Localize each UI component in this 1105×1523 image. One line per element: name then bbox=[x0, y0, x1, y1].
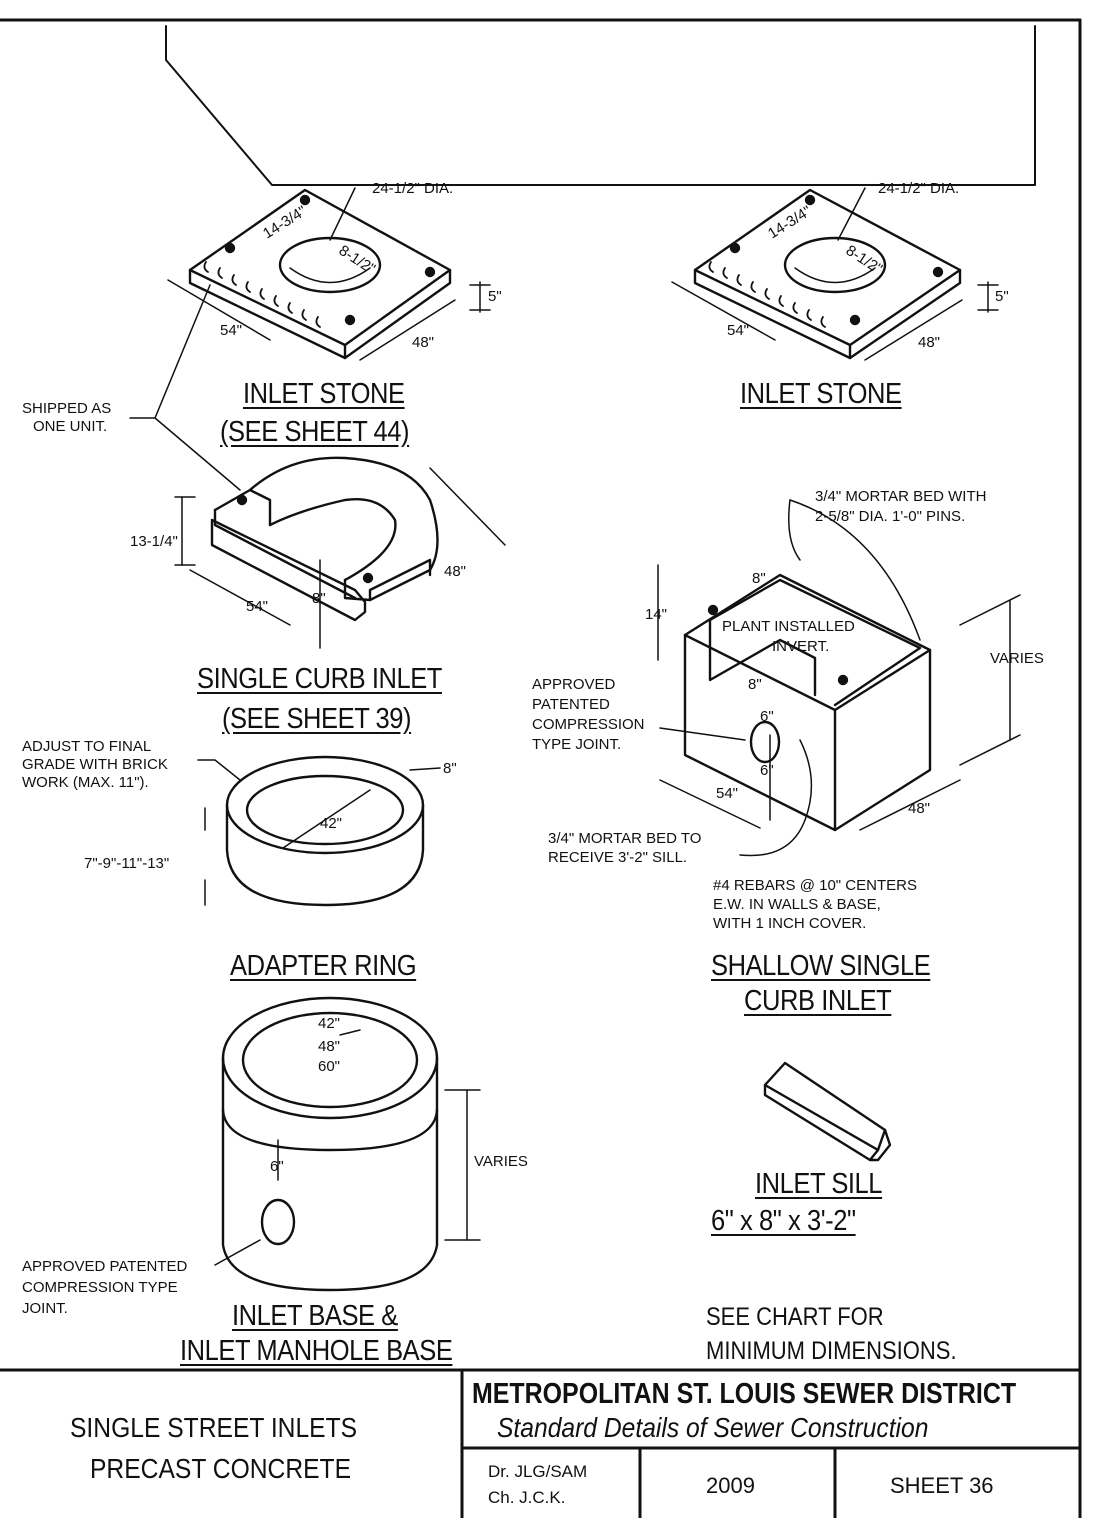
inlet-stone-left-dia-label: 24-1/2" DIA. bbox=[372, 180, 454, 197]
base-pipe-offset: 6" bbox=[270, 1158, 284, 1175]
inlet-stone-right-width: 48" bbox=[918, 334, 941, 351]
shallow-invert-line2: INVERT. bbox=[772, 638, 830, 655]
inlet-base-subtitle: INLET MANHOLE BASE bbox=[180, 1335, 453, 1367]
shallow-sill-bed-line1: 3/4" MORTAR BED TO bbox=[548, 830, 702, 847]
checked-by: Ch. J.C.K. bbox=[488, 1488, 566, 1507]
shallow-width: 48" bbox=[908, 800, 931, 817]
shallow-height: VARIES bbox=[990, 650, 1044, 667]
base-joint-line2: COMPRESSION TYPE bbox=[22, 1279, 178, 1296]
inlet-stone-left-subtitle: (SEE SHEET 44) bbox=[220, 416, 410, 448]
base-dia-42: 42" bbox=[318, 1015, 341, 1032]
curb-inlet-subtitle: (SEE SHEET 39) bbox=[222, 703, 412, 735]
shallow-rebar-line2: E.W. IN WALLS & BASE, bbox=[713, 896, 881, 913]
single-curb-inlet-drawing bbox=[174, 456, 506, 649]
inlet-sill-title: INLET SILL bbox=[755, 1168, 883, 1200]
shallow-rebar-line3: WITH 1 INCH COVER. bbox=[713, 915, 867, 932]
shipped-note-line1: SHIPPED AS bbox=[22, 400, 112, 417]
inlet-sill-size: 6" x 8" x 3'-2" bbox=[711, 1205, 856, 1237]
adapter-note-line2: GRADE WITH BRICK bbox=[22, 756, 168, 773]
shallow-joint-line1: APPROVED bbox=[532, 676, 616, 693]
inlet-stone-left-drawing bbox=[167, 187, 491, 361]
inlet-base-drawing bbox=[214, 996, 481, 1292]
adapter-note-line1: ADJUST TO FINAL bbox=[22, 738, 152, 755]
shallow-joint-line3: COMPRESSION bbox=[532, 716, 645, 733]
shallow-wall-inner: 8" bbox=[748, 676, 762, 693]
shipped-leader bbox=[129, 284, 241, 491]
curb-inlet-height: 13-1/4" bbox=[130, 533, 178, 550]
inlet-stone-left-title: INLET STONE bbox=[243, 378, 405, 410]
shipped-note-line2: ONE UNIT. bbox=[33, 418, 108, 435]
inlet-stone-left-width: 48" bbox=[412, 334, 435, 351]
top-shape bbox=[165, 25, 1036, 186]
drawing-year: 2009 bbox=[706, 1473, 755, 1498]
adapter-ring-drawing bbox=[197, 755, 441, 907]
curb-inlet-length: 54" bbox=[246, 598, 269, 615]
shallow-joint-line4: TYPE JOINT. bbox=[532, 736, 622, 753]
shallow-inlet-title: SHALLOW SINGLE bbox=[711, 950, 931, 982]
title-block-lines bbox=[0, 1368, 1082, 1520]
chart-note-line1: SEE CHART FOR bbox=[706, 1303, 884, 1331]
shallow-depth: 14" bbox=[645, 606, 668, 623]
shallow-pipe-a: 6" bbox=[760, 708, 774, 725]
inlet-stone-right-dia-label: 24-1/2" DIA. bbox=[878, 180, 960, 197]
adapter-wall: 8" bbox=[443, 760, 457, 777]
organization-subtitle: Standard Details of Sewer Construction bbox=[497, 1412, 929, 1443]
base-joint-line3: JOINT. bbox=[22, 1300, 68, 1317]
shallow-length: 54" bbox=[716, 785, 739, 802]
base-dia-48: 48" bbox=[318, 1038, 341, 1055]
drawing-title-line2: PRECAST CONCRETE bbox=[90, 1453, 352, 1484]
inlet-base-title: INLET BASE & bbox=[232, 1300, 398, 1332]
inlet-stone-right-title: INLET STONE bbox=[740, 378, 902, 410]
adapter-dia: 42" bbox=[320, 815, 343, 832]
base-height: VARIES bbox=[474, 1153, 528, 1170]
shallow-rebar-line1: #4 REBARS @ 10" CENTERS bbox=[713, 877, 917, 894]
shallow-pipe-b: 6" bbox=[760, 762, 774, 779]
shallow-joint-line2: PATENTED bbox=[532, 696, 610, 713]
curb-inlet-wall: 8" bbox=[312, 590, 326, 607]
adapter-note-line3: WORK (MAX. 11"). bbox=[22, 774, 149, 791]
inlet-stone-right-thickness: 5" bbox=[995, 288, 1009, 305]
shallow-wall-top: 8" bbox=[752, 570, 766, 587]
shallow-inlet-drawing bbox=[657, 499, 1021, 857]
drawing-title-line1: SINGLE STREET INLETS bbox=[70, 1412, 358, 1443]
inlet-sill-drawing bbox=[763, 1061, 892, 1162]
organization-name: METROPOLITAN ST. LOUIS SEWER DISTRICT bbox=[472, 1378, 1017, 1410]
drawn-by: Dr. JLG/SAM bbox=[488, 1462, 588, 1481]
adapter-ring-title: ADAPTER RING bbox=[230, 950, 417, 982]
sheet-number: SHEET 36 bbox=[890, 1473, 994, 1498]
shallow-sill-bed-line2: RECEIVE 3'-2" SILL. bbox=[548, 849, 688, 866]
curb-inlet-title: SINGLE CURB INLET bbox=[197, 663, 442, 695]
chart-note-line2: MINIMUM DIMENSIONS. bbox=[706, 1337, 957, 1365]
base-joint-line1: APPROVED PATENTED bbox=[22, 1258, 188, 1275]
base-dia-60: 60" bbox=[318, 1058, 341, 1075]
inlet-stone-left-thickness: 5" bbox=[488, 288, 502, 305]
shallow-mortar-line2: 2-5/8" DIA. 1'-0" PINS. bbox=[815, 508, 966, 525]
shallow-invert-line1: PLANT INSTALLED bbox=[722, 618, 855, 635]
sheet-border bbox=[0, 18, 1082, 1520]
inlet-stone-right-drawing bbox=[671, 187, 999, 361]
shallow-inlet-subtitle: CURB INLET bbox=[744, 985, 892, 1017]
inlet-stone-right-length: 54" bbox=[727, 322, 750, 339]
adapter-heights: 7"-9"-11"-13" bbox=[84, 855, 170, 872]
shallow-mortar-line1: 3/4" MORTAR BED WITH bbox=[815, 488, 987, 505]
curb-inlet-width: 48" bbox=[444, 563, 467, 580]
inlet-stone-left-length: 54" bbox=[220, 322, 243, 339]
